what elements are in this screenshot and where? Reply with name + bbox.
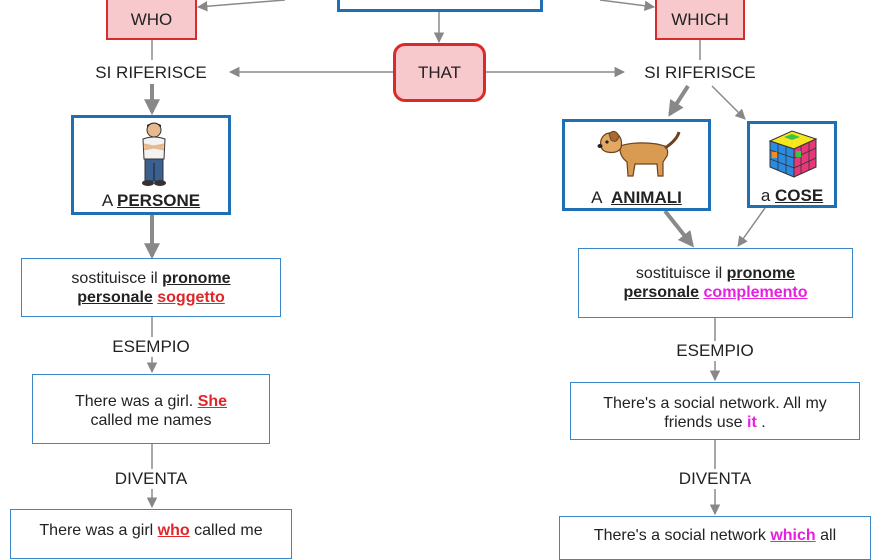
that-node: THAT bbox=[393, 43, 486, 102]
persone-label: A PERSONE bbox=[101, 191, 201, 210]
cose-label: a COSE bbox=[760, 186, 824, 205]
left-becomes-label: DIVENTA bbox=[111, 469, 191, 489]
who-node: WHO bbox=[106, 0, 197, 40]
edge-top-who bbox=[196, 0, 286, 12]
persone-node: A PERSONE bbox=[71, 115, 231, 215]
right-personale-word: personale bbox=[623, 284, 700, 301]
left-replaces-box: sostituisce il pronome personale soggett… bbox=[21, 258, 281, 317]
left-soggetto-word: soggetto bbox=[157, 289, 225, 306]
right-pronome-word: pronome bbox=[726, 265, 796, 282]
animali-word: ANIMALI bbox=[611, 188, 682, 207]
right-refers-label: SI RIFERISCE bbox=[641, 63, 759, 83]
top-title-box bbox=[337, 0, 543, 12]
left-example-pronoun: She bbox=[197, 393, 228, 410]
edge-refers-animali bbox=[668, 84, 690, 117]
rubiks-cube-icon bbox=[768, 130, 818, 178]
edge-cose-replaces bbox=[737, 207, 766, 247]
who-label: WHO bbox=[130, 10, 173, 29]
left-personale-word: personale bbox=[77, 289, 153, 306]
edge-refers-cose bbox=[711, 85, 746, 120]
dog-cartoon-icon bbox=[597, 130, 681, 177]
animali-label: A ANIMALI bbox=[591, 188, 682, 207]
left-result-box: There was a girl who called me bbox=[10, 509, 292, 559]
persone-word: PERSONE bbox=[116, 191, 201, 210]
right-example-label: ESEMPIO bbox=[673, 341, 757, 361]
which-label: WHICH bbox=[671, 10, 729, 29]
left-example-box: There was a girl. She called me names bbox=[32, 374, 270, 444]
left-refers-label: SI RIFERISCE bbox=[92, 63, 210, 83]
right-becomes-label: DIVENTA bbox=[675, 469, 755, 489]
right-complemento-word: complemento bbox=[703, 284, 808, 301]
that-label: THAT bbox=[417, 62, 462, 82]
which-node: WHICH bbox=[655, 0, 745, 40]
cose-word: COSE bbox=[775, 186, 824, 205]
edge-top-which bbox=[599, 0, 656, 11]
man-cartoon-icon bbox=[142, 122, 166, 186]
edge-animali-replaces bbox=[663, 209, 694, 248]
right-example-box: There's a social network. All my friends… bbox=[570, 382, 860, 440]
animali-node: A ANIMALI bbox=[562, 119, 711, 211]
right-example-pronoun: it bbox=[747, 414, 757, 431]
right-result-rel: which bbox=[770, 527, 816, 544]
cose-node: a COSE bbox=[747, 121, 837, 208]
left-result-rel: who bbox=[157, 522, 190, 539]
right-result-box: There's a social network which all bbox=[559, 516, 871, 560]
left-pronome-word: pronome bbox=[162, 270, 231, 287]
right-replaces-box: sostituisce il pronome personale complem… bbox=[578, 248, 853, 318]
left-example-label: ESEMPIO bbox=[109, 337, 193, 357]
